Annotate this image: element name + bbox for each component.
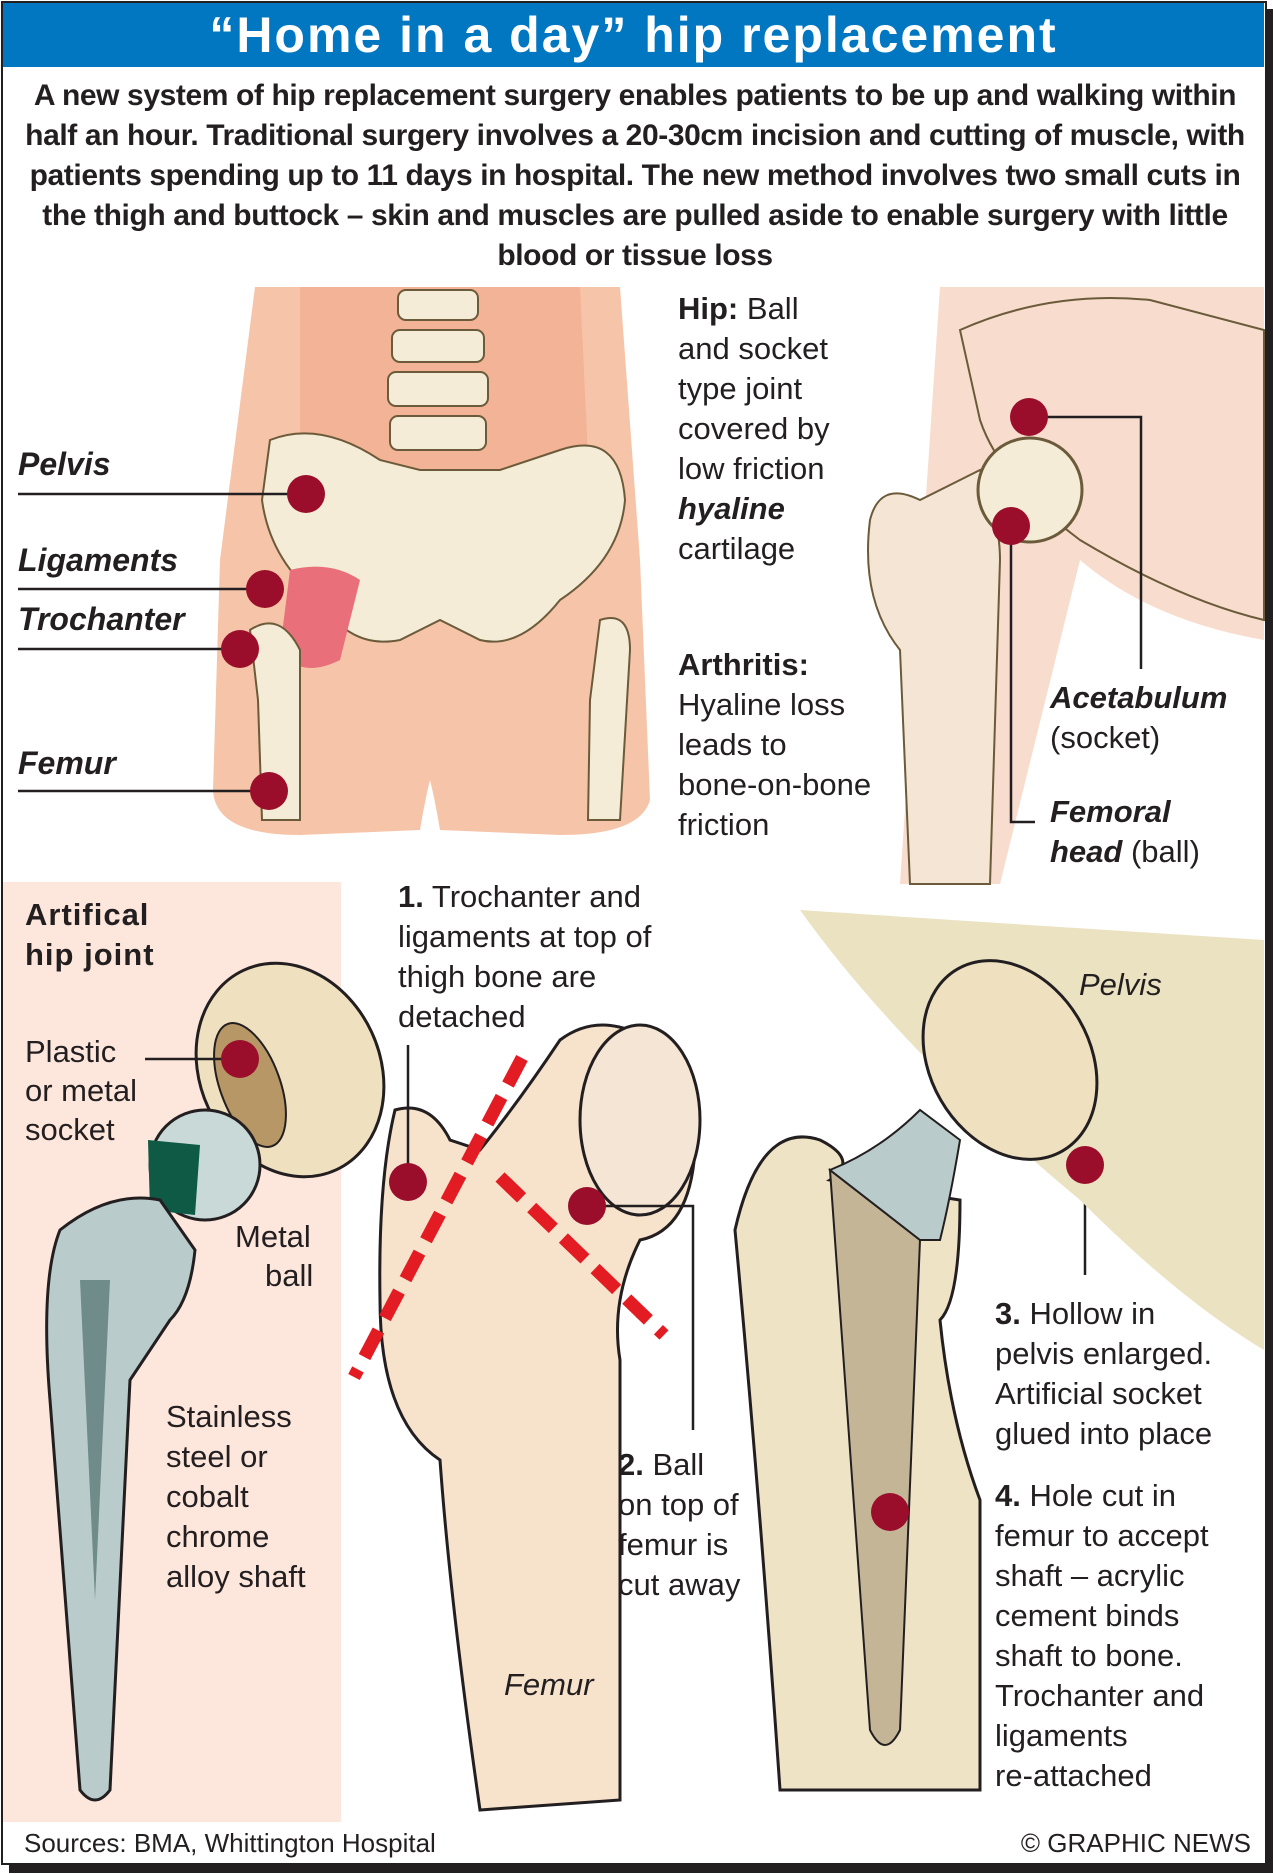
step-number: 3. xyxy=(995,1296,1021,1331)
step-number: 2. xyxy=(618,1447,644,1482)
hip-line: covered by xyxy=(678,411,830,446)
arthritis-line: friction xyxy=(678,807,770,842)
marker-step-4 xyxy=(871,1493,909,1531)
step-line: re-attached xyxy=(995,1758,1152,1793)
spine xyxy=(387,289,489,451)
step-line: Hole cut in xyxy=(1029,1478,1176,1513)
cut-line-2 xyxy=(495,1172,669,1340)
pelvis-markers xyxy=(221,475,325,810)
socket-label: or metal xyxy=(25,1073,137,1108)
pelvis-leader-lines xyxy=(18,492,300,793)
label-trochanter: Trochanter xyxy=(18,601,185,637)
marker-femoral-head xyxy=(992,507,1030,545)
hip-heading: Hip: xyxy=(678,291,739,326)
arthritis-line: Hyaline loss xyxy=(678,687,846,722)
hip-line: and socket xyxy=(678,331,828,366)
step-line: glued into place xyxy=(995,1416,1213,1451)
shaft-groove xyxy=(80,1280,110,1600)
hip-line: type joint xyxy=(678,371,803,406)
label-femur: Femur xyxy=(18,745,116,781)
shaft-label: cobalt xyxy=(166,1479,249,1514)
arthritis-heading: Arthritis: xyxy=(678,647,809,682)
marker-femur xyxy=(250,772,288,810)
implant-shaft xyxy=(828,1167,922,1746)
label-acetabulum-note: (socket) xyxy=(1050,720,1161,755)
marker-acetabulum xyxy=(1010,398,1048,436)
marker-step-2 xyxy=(568,1187,606,1225)
neck-collar xyxy=(148,1140,200,1215)
hip-emphasis: hyaline xyxy=(678,491,785,526)
step-line: detached xyxy=(398,999,526,1034)
label-pelvis-illustration: Pelvis xyxy=(1079,967,1162,1002)
pelvis-illustration xyxy=(213,287,650,835)
step-number: 1. xyxy=(398,879,424,914)
joint-leader-lines xyxy=(1009,415,1143,824)
replacement-illustration xyxy=(733,910,1264,1792)
artificial-heading: hip joint xyxy=(25,937,155,972)
step-number: 4. xyxy=(995,1478,1021,1513)
step-line: femur is xyxy=(618,1527,729,1562)
label-ligaments: Ligaments xyxy=(18,542,179,578)
step-line: femur to accept xyxy=(995,1518,1209,1553)
label-acetabulum: Acetabulum xyxy=(1050,680,1228,715)
arthritis-line: bone-on-bone xyxy=(678,767,872,802)
shaft-label: alloy shaft xyxy=(166,1559,306,1594)
ligament-muscle xyxy=(280,566,360,668)
marker-trochanter xyxy=(221,630,259,668)
femur-shaft xyxy=(867,468,1002,885)
step-line: ligaments at top of xyxy=(398,919,652,954)
step-line: cut away xyxy=(618,1567,741,1602)
step-line: thigh bone are xyxy=(398,959,597,994)
marker-pelvis xyxy=(287,475,325,513)
marker-step-1 xyxy=(389,1163,427,1201)
step-line: Trochanter and xyxy=(431,879,642,914)
step-line: Ball xyxy=(652,1447,705,1482)
sources-text: Sources: BMA, Whittington Hospital xyxy=(24,1828,436,1858)
step-line: Artificial socket xyxy=(995,1376,1202,1411)
hip-line: Ball xyxy=(746,291,799,326)
credit-text: © GRAPHIC NEWS xyxy=(1020,1828,1251,1858)
step-line: shaft to bone. xyxy=(995,1638,1183,1673)
femur-bone-left xyxy=(248,622,301,821)
socket-label: Plastic xyxy=(25,1034,117,1069)
marker-ligaments xyxy=(246,570,284,608)
artificial-joint-illustration xyxy=(45,961,386,1802)
page-title: “Home in a day” hip replacement xyxy=(3,3,1264,67)
label-head-note: (ball) xyxy=(1130,834,1200,869)
shaft-label: steel or xyxy=(166,1439,268,1474)
intro-text: A new system of hip replacement surgery … xyxy=(25,79,1245,272)
implant-neck xyxy=(828,1108,962,1241)
label-head: head xyxy=(1050,834,1123,869)
marker-socket xyxy=(221,1040,259,1078)
femur-head xyxy=(578,1023,702,1217)
label-pelvis: Pelvis xyxy=(18,446,111,482)
artificial-heading: Artifical xyxy=(25,897,150,932)
shaft-label: chrome xyxy=(166,1519,270,1554)
step-line: shaft – acrylic xyxy=(995,1558,1185,1593)
hip-line: cartilage xyxy=(678,531,796,566)
femur-bone-right xyxy=(586,617,632,821)
femur-bone xyxy=(378,1023,697,1812)
arthritis-line: leads to xyxy=(678,727,787,762)
label-femoral: Femoral xyxy=(1050,794,1171,829)
step-line: cement binds xyxy=(995,1598,1180,1633)
step-line: pelvis enlarged. xyxy=(995,1336,1213,1371)
hip-line: low friction xyxy=(678,451,825,486)
marker-step-3 xyxy=(1066,1146,1104,1184)
artificial-socket xyxy=(921,959,1099,1161)
socket-label: socket xyxy=(25,1112,115,1147)
label-femur-illustration: Femur xyxy=(504,1667,594,1702)
ball-label: ball xyxy=(265,1258,314,1293)
ball-label: Metal xyxy=(235,1219,311,1254)
femur-cut-illustration xyxy=(348,1023,702,1812)
step-line: ligaments xyxy=(995,1718,1128,1753)
step-line: Trochanter and xyxy=(995,1678,1205,1713)
cut-line-1 xyxy=(348,1054,528,1381)
step-line: on top of xyxy=(618,1487,739,1522)
shaft-label: Stainless xyxy=(166,1399,292,1434)
step-line: Hollow in xyxy=(1029,1296,1156,1331)
